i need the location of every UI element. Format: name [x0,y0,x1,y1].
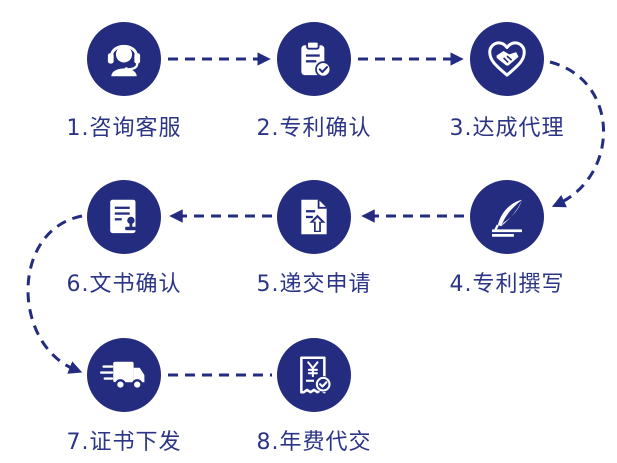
document-upload-icon [301,199,327,235]
yen-receipt-check-icon [300,356,332,394]
step-2-label: 2.专利确认 [256,116,372,141]
step-8-badge [277,338,351,412]
arrow-step6-to-step7 [26,214,83,374]
step-7-badge [87,338,161,412]
arrow-step3-to-step4 [549,60,605,208]
document-stamp-icon [110,199,137,234]
step-3-label: 3.达成代理 [449,116,565,141]
step-6-badge [87,180,161,254]
step-4-label: 4.专利撰写 [449,272,565,297]
step-1-label: 1.咨询客服 [66,116,182,141]
quill-pen-icon [492,199,522,237]
headset-agent-icon [107,44,141,77]
step-7-label: 7.证书下发 [66,430,182,455]
step-6-label: 6.文书确认 [66,272,182,297]
delivery-truck-icon [100,361,145,391]
step-1-badge [87,22,161,96]
step-5-badge [277,180,351,254]
step-8-label: 8.年费代交 [256,430,372,455]
step-5-label: 5.递交申请 [256,272,372,297]
clipboard-check-icon [301,40,332,78]
step-4-badge [470,180,544,254]
handshake-heart-icon [488,41,526,77]
step-3-badge [470,22,544,96]
step-2-badge [277,22,351,96]
